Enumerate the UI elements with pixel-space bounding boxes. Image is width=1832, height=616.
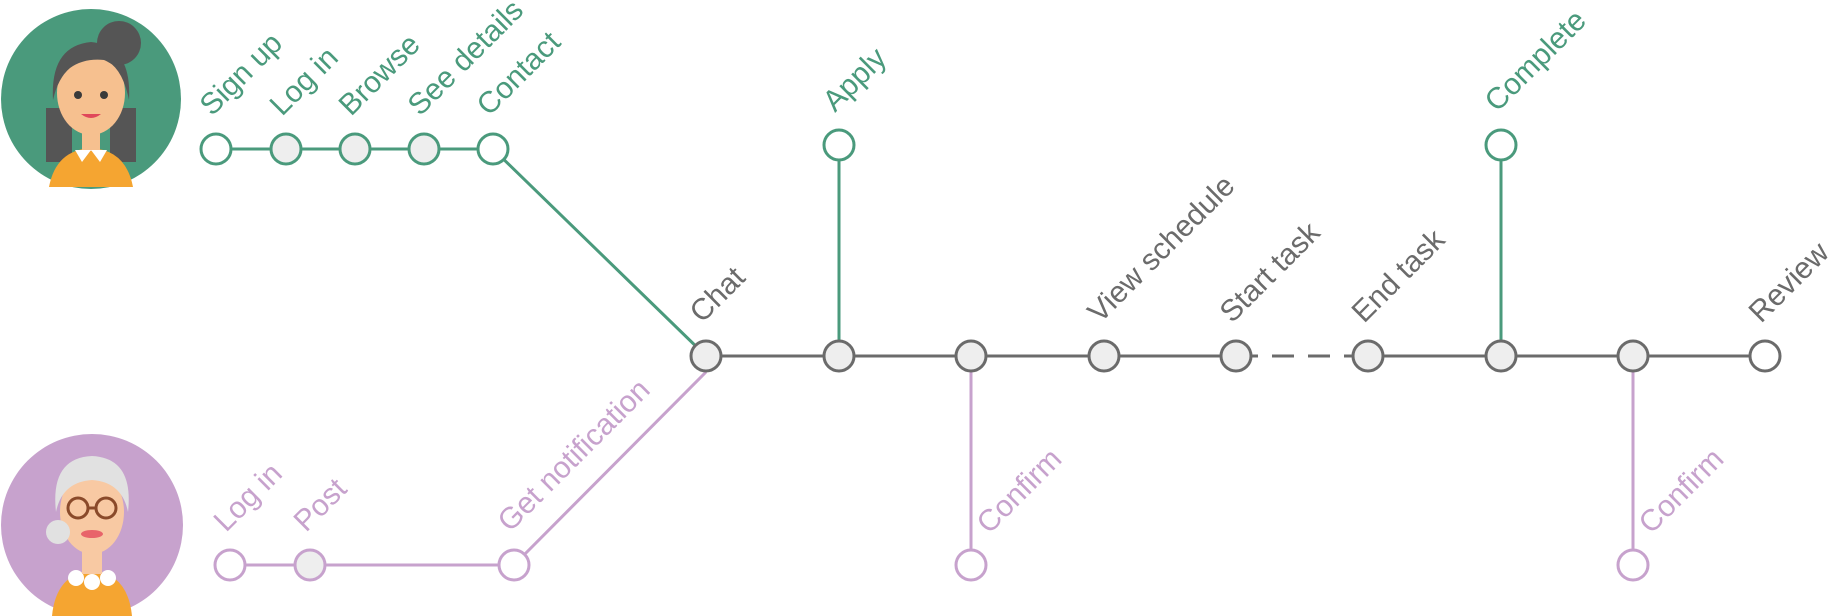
label-complete: Complete: [1479, 4, 1593, 118]
node-get-notification[interactable]: [497, 548, 531, 582]
green-track-nodes: [199, 128, 1518, 166]
node-shared-8[interactable]: [1616, 339, 1650, 373]
label-post: Post: [288, 472, 354, 538]
shared-track-nodes: [689, 339, 1782, 373]
label-purple-log-in: Log in: [208, 457, 289, 538]
node-sign-up[interactable]: [199, 132, 233, 166]
label-review: Review: [1743, 236, 1832, 329]
purple-track-labels: Log in Post Get notification Confirm Con…: [208, 373, 1731, 540]
purple-to-chat-line: [512, 370, 708, 567]
node-post[interactable]: [293, 548, 327, 582]
green-track-labels: Sign up Log in Browse See details Contac…: [194, 0, 1593, 122]
node-see-details[interactable]: [407, 132, 441, 166]
node-view-schedule[interactable]: [1087, 339, 1121, 373]
label-get-notification: Get notification: [492, 373, 657, 538]
elderly-woman-avatar: [1, 434, 183, 616]
label-confirm-2: Confirm: [1633, 442, 1731, 540]
node-review[interactable]: [1748, 339, 1782, 373]
node-end-task[interactable]: [1351, 339, 1385, 373]
node-shared-2[interactable]: [822, 339, 856, 373]
label-apply: Apply: [817, 42, 893, 118]
purple-track-nodes: [213, 548, 1650, 582]
label-chat: Chat: [684, 260, 753, 329]
node-confirm-1[interactable]: [954, 548, 988, 582]
node-log-in[interactable]: [269, 132, 303, 166]
node-shared-7[interactable]: [1484, 339, 1518, 373]
node-purple-log-in[interactable]: [213, 548, 247, 582]
node-confirm-2[interactable]: [1616, 548, 1650, 582]
node-apply[interactable]: [822, 128, 856, 162]
young-woman-avatar: [1, 9, 181, 189]
label-confirm-1: Confirm: [971, 442, 1069, 540]
node-contact[interactable]: [476, 132, 510, 166]
shared-track-labels: Chat View schedule Start task End task R…: [684, 169, 1832, 329]
green-to-chat-line: [491, 147, 708, 358]
label-start-task: Start task: [1214, 215, 1328, 329]
node-chat[interactable]: [689, 339, 723, 373]
node-shared-3[interactable]: [954, 339, 988, 373]
label-end-task: End task: [1346, 222, 1453, 329]
node-start-task[interactable]: [1219, 339, 1253, 373]
node-browse[interactable]: [338, 132, 372, 166]
node-complete[interactable]: [1484, 128, 1518, 162]
